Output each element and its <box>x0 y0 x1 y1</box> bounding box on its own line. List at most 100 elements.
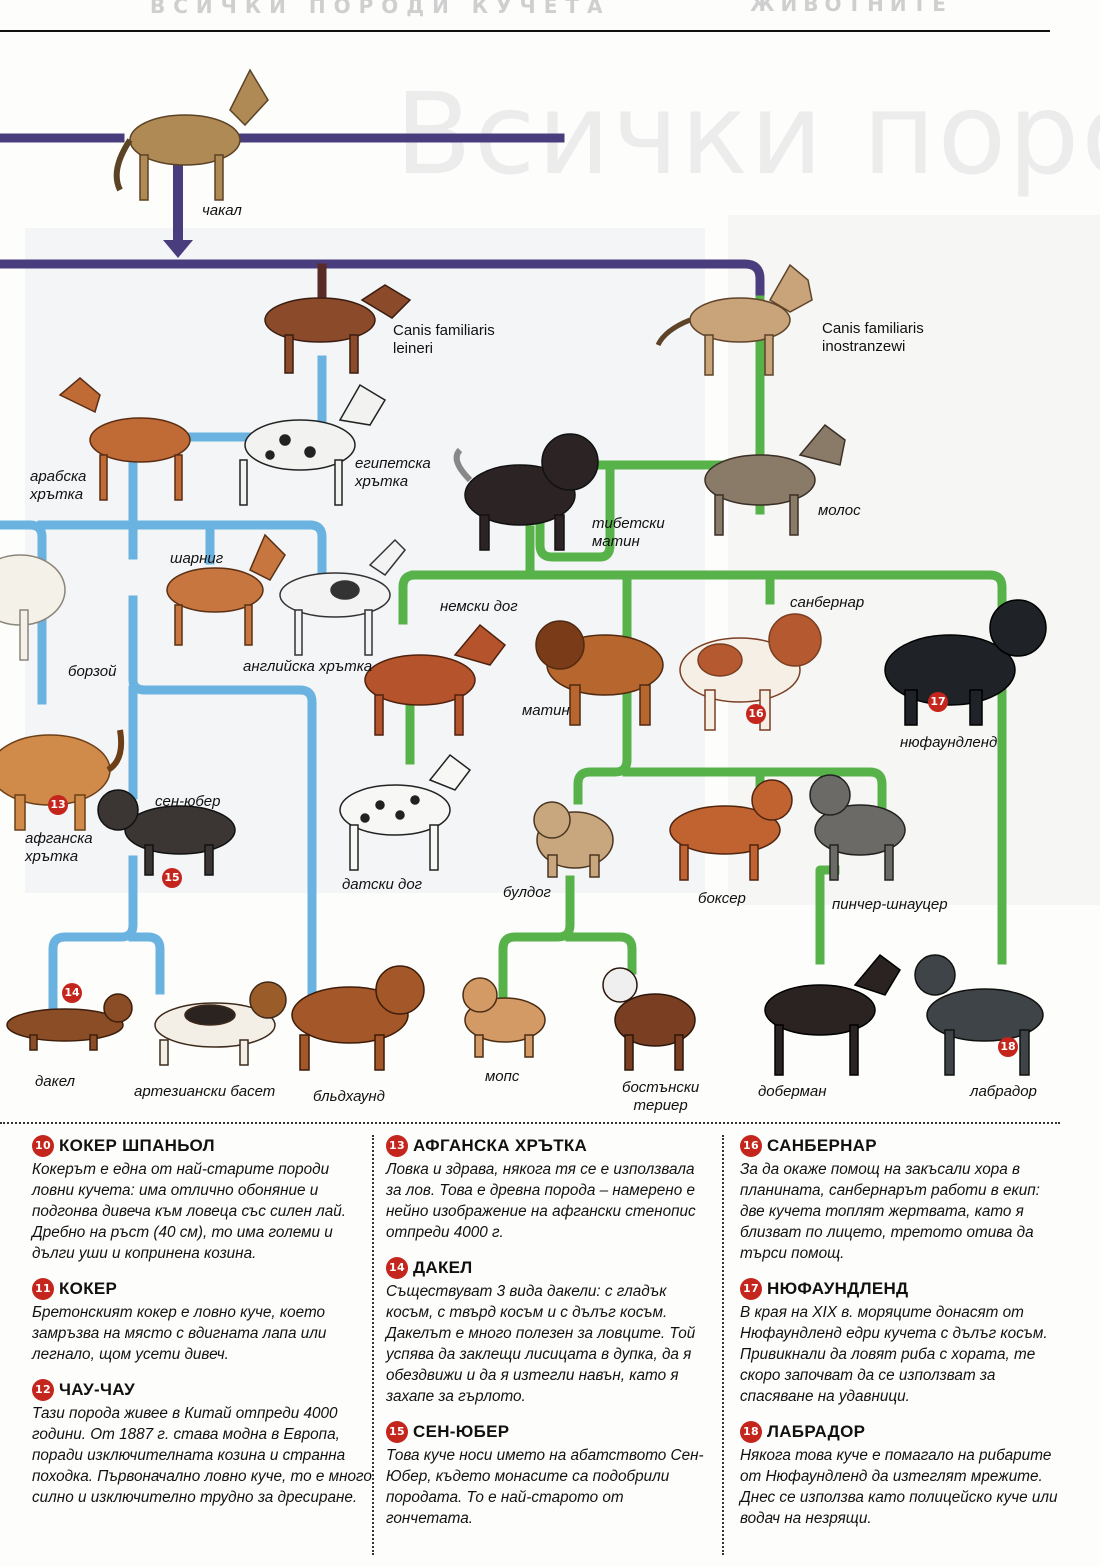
label-pug: мопс <box>485 1068 520 1085</box>
label-dalmatian: датски дог <box>342 876 423 893</box>
label-labrador: лабрадор <box>970 1083 1037 1100</box>
label-afghan: афганска хрътка <box>25 830 93 865</box>
arabian-figure <box>58 377 191 501</box>
entry-number: 13 <box>386 1135 408 1157</box>
entry-text: За да окаже помощ на закъсали хора в пла… <box>740 1161 1040 1262</box>
label-sthubert: сен-юбер <box>155 793 221 810</box>
english-figure <box>279 538 407 656</box>
doberman-figure <box>764 953 901 1076</box>
badge-labrador: 18 <box>998 1037 1018 1057</box>
label-inostranzewi: Canis familiaris inostranzewi <box>822 320 924 355</box>
label-stbernard: санбернар <box>790 594 865 611</box>
label-english: английска хрътка <box>243 658 373 675</box>
breed-entry: 13 АФГАНСКА ХРЪТКА Ловка и здрава, някога… <box>386 1135 711 1243</box>
entry-title: ЛАБРАДОР <box>767 1422 866 1441</box>
section-divider <box>0 1122 1060 1124</box>
label-dachshund: дакел <box>35 1073 76 1090</box>
entry-text: Съществуват 3 вида дакели: с гладък косъ… <box>386 1283 696 1405</box>
bulldog-figure <box>533 801 614 878</box>
egyptian-figure <box>239 383 387 506</box>
entry-title: САНБЕРНАР <box>767 1136 877 1155</box>
newfoundland-figure <box>884 599 1047 726</box>
entry-text: Бретонският кокер е ловно куче, което за… <box>32 1304 327 1363</box>
bloodhound-figure <box>291 965 425 1071</box>
entry-title: НЮФАУНДЛЕНД <box>767 1279 909 1298</box>
label-tibetan: тибетски матин <box>592 515 665 550</box>
boxer-figure <box>669 779 793 881</box>
sthubert-figure <box>97 789 236 876</box>
entry-number: 16 <box>740 1135 762 1157</box>
sharnig-figure <box>166 533 286 646</box>
molossus-figure <box>704 423 846 536</box>
label-borzoi: борзой <box>68 663 117 680</box>
entry-text: Тази порода живее в Китай отпреди 4000 г… <box>32 1405 372 1506</box>
inostranzewi-figure <box>655 263 813 376</box>
arrow-head <box>163 240 193 258</box>
entry-number: 15 <box>386 1421 408 1443</box>
jackal-figure <box>113 68 269 201</box>
entry-title: ДАКЕЛ <box>413 1258 473 1277</box>
stbernard-figure <box>679 613 822 731</box>
entry-text: Някога това куче е помагало на рибарите … <box>740 1447 1058 1527</box>
dog-figures <box>0 68 1047 1076</box>
entry-text: Ловка и здрава, някога тя се е използвал… <box>386 1161 696 1241</box>
breed-tree <box>0 68 1047 1076</box>
label-boxer: боксер <box>698 890 746 907</box>
breed-entry: 16 САНБЕРНАР За да окаже помощ на закъсал… <box>740 1135 1065 1264</box>
dachshund-figure <box>6 993 133 1051</box>
badge-afghan: 13 <box>48 795 68 815</box>
pinscher-figure <box>809 774 906 881</box>
badge-stbernard: 16 <box>746 704 766 724</box>
label-bulldog: булдог <box>503 884 551 901</box>
breed-entry: 18 ЛАБРАДОР Някога това куче е помагало н… <box>740 1421 1065 1529</box>
badge-newfoundland: 17 <box>928 692 948 712</box>
basset-figure <box>154 981 287 1066</box>
tibetan-figure <box>453 433 599 551</box>
label-doberman: доберман <box>758 1083 827 1100</box>
entry-title: КОКЕР <box>59 1279 118 1298</box>
entry-text: Това куче носи името на абатството Сен-Ю… <box>386 1447 704 1527</box>
entry-title: АФГАНСКА ХРЪТКА <box>413 1136 588 1155</box>
section-header: ВСИЧКИ ПОРОДИ КУЧЕТА <box>150 0 611 18</box>
badge-dachshund: 14 <box>62 983 82 1003</box>
boston-figure <box>602 967 696 1071</box>
label-sharnig: шарниг <box>170 550 224 567</box>
corner-header: ЖИВОТНИТЕ <box>750 0 952 16</box>
badge-sthubert: 15 <box>162 868 182 888</box>
leineri-figure <box>264 284 412 374</box>
entries-column-2: 13 АФГАНСКА ХРЪТКА Ловка и здрава, някога… <box>386 1135 711 1543</box>
breed-entry: 12 ЧАУ-ЧАУ Тази порода живее в Китай отпр… <box>32 1379 372 1508</box>
label-newfoundland: нюфаундленд <box>900 734 998 751</box>
column-divider <box>372 1135 374 1555</box>
entry-title: КОКЕР ШПАНЬОЛ <box>59 1136 215 1155</box>
mastiff-figure <box>535 620 664 726</box>
entry-number: 18 <box>740 1421 762 1443</box>
label-arabian: арабска хрътка <box>30 468 87 503</box>
label-mastiff: матин <box>522 702 570 719</box>
borzoi-figure <box>0 554 66 661</box>
entry-number: 14 <box>386 1257 408 1279</box>
purple-line-main <box>0 259 765 305</box>
label-leineri: Canis familiaris leineri <box>393 322 495 357</box>
label-jackal: чакал <box>202 202 242 219</box>
label-basset: артезиански басет <box>134 1083 276 1100</box>
label-german: немски дог <box>440 598 518 615</box>
entry-number: 10 <box>32 1135 54 1157</box>
column-divider <box>722 1135 724 1555</box>
dalmatian-figure <box>339 753 472 871</box>
entry-text: В края на XIX в. моряците донасят от Нюф… <box>740 1304 1048 1405</box>
entry-title: ЧАУ-ЧАУ <box>59 1380 136 1399</box>
entries-column-3: 16 САНБЕРНАР За да окаже помощ на закъсал… <box>740 1135 1065 1543</box>
labrador-figure <box>914 954 1044 1076</box>
label-bloodhound: бльдхаунд <box>313 1088 385 1105</box>
label-boston: бостънски териер <box>622 1079 700 1114</box>
label-molossus: молос <box>818 502 861 519</box>
header-rule <box>0 30 1050 32</box>
entry-number: 12 <box>32 1379 54 1401</box>
